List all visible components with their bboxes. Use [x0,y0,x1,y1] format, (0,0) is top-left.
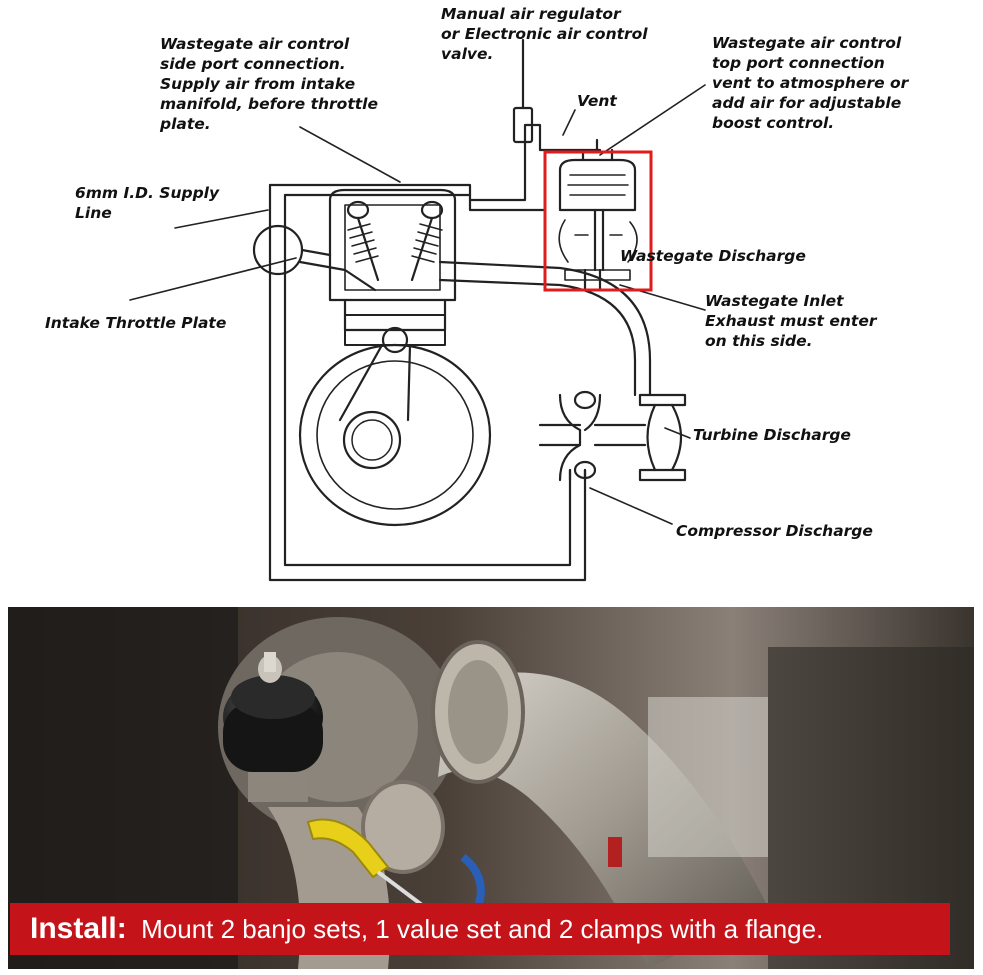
label-top-port: Wastegate air control top port connectio… [712,34,909,132]
label-intake-throttle-plate: Intake Throttle Plate [45,314,227,332]
wastegate-plumbing-diagram [129,38,706,582]
label-turbine-discharge: Turbine Discharge [693,426,851,444]
label-compressor-discharge: Compressor Discharge [676,522,873,540]
install-banner-text: Install: Mount 2 banjo sets, 1 value set… [30,909,823,949]
exhaust-manifold-inner [438,278,637,397]
wastegate-photo-icon [223,652,323,802]
charge-pipe [438,672,768,969]
label-wastegate-discharge: Wastegate Discharge [620,247,806,265]
engine-block-inner [283,193,572,567]
label-wastegate-inlet: Wastegate Inlet Exhaust must enter on th… [705,292,877,350]
crank-journal [342,410,402,470]
connecting-rod [338,343,412,422]
turbocharger-icon [538,390,687,482]
regulator-line [523,123,602,152]
cylinder-head [328,188,457,302]
air-regulator-icon [512,106,534,144]
compressor-discharge-pipe [568,468,587,482]
supply-line-branch [468,198,547,212]
label-supply-line: 6mm I.D. Supply Line [75,184,220,222]
crankcase [298,343,492,527]
intake-runner [298,260,377,292]
wrist-pin [381,326,409,354]
install-banner-description: Mount 2 banjo sets, 1 value set and 2 cl… [126,914,824,944]
label-vent: Vent [577,92,617,110]
exhaust-valve [410,200,444,282]
engine-block-outline [268,183,587,582]
install-banner [10,903,950,955]
wastegate-highlight-box [543,150,653,292]
label-side-port: Wastegate air control side port connecti… [160,35,378,133]
install-banner-title: Install: [30,912,127,945]
label-manual-air-regulator: Manual air regulator or Electronic air c… [441,5,648,63]
intake-valve [346,200,380,282]
